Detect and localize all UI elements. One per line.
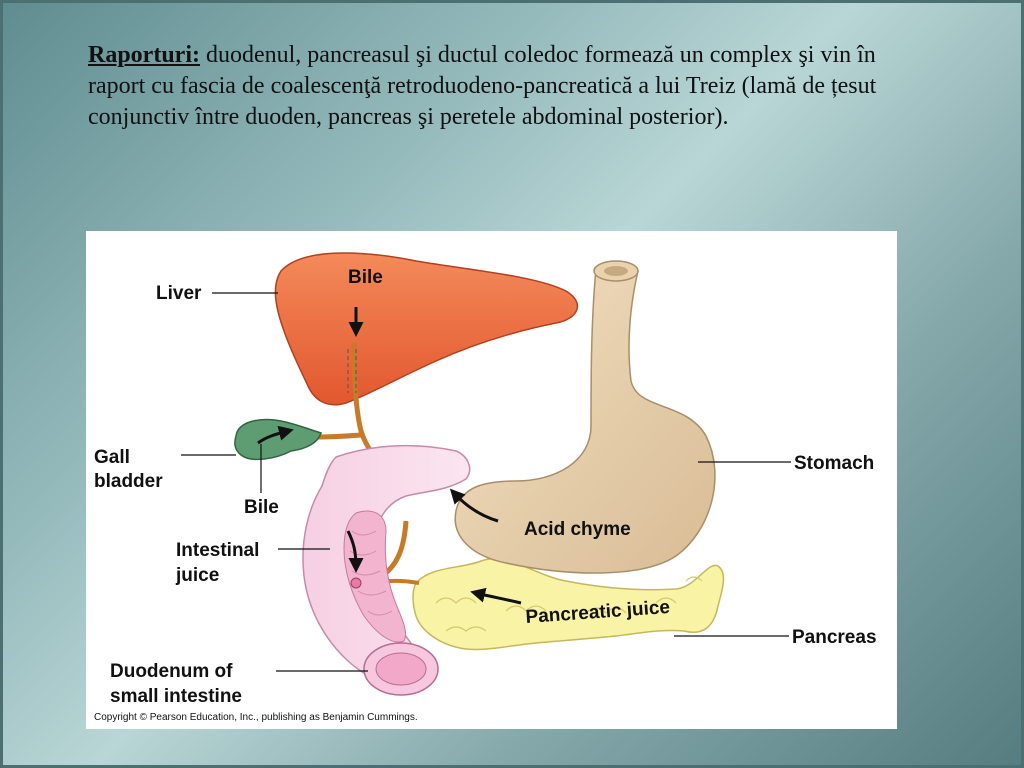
label-pancreas: Pancreas [792, 627, 877, 648]
label-duodenum-of: Duodenum of [110, 661, 233, 682]
liver-shape [274, 252, 579, 406]
pancreatic-juice-arrow [470, 587, 522, 605]
label-stomach: Stomach [794, 453, 874, 474]
stomach-shape [454, 262, 716, 574]
duodenum-opening-lumen [375, 652, 427, 686]
label-juice: juice [175, 565, 219, 586]
esophagus-lumen [604, 266, 628, 276]
bile-flow-dashes [347, 349, 357, 393]
label-acid-chyme: Acid chyme [524, 519, 631, 540]
intestinal-juice-arrow [346, 530, 364, 573]
slide-body-text: Raporturi: duodenul, pancreasul şi ductu… [88, 40, 898, 133]
label-small-intestine: small intestine [110, 686, 242, 707]
acid-chyme-arrow [449, 488, 499, 523]
intestinal-folds [349, 530, 393, 616]
copyright-notice: Copyright © Pearson Education, Inc., pub… [94, 712, 418, 723]
paragraph-text: duodenul, pancreasul şi ductul coledoc f… [88, 42, 877, 130]
gall-bladder-shape [234, 418, 322, 461]
digestive-organs-illustration: Liver Bile Gall bladder Bile Intestinal … [94, 252, 877, 723]
label-bladder: bladder [94, 471, 163, 492]
cystic-duct [317, 432, 362, 440]
duodenal-papilla [350, 577, 362, 589]
duodenum-inner-lumen [343, 510, 407, 643]
label-bile-top: Bile [348, 267, 383, 288]
heading-raporturi: Raporturi: [88, 42, 200, 68]
pancreas-shape [412, 558, 725, 651]
label-intestinal: Intestinal [176, 540, 259, 561]
gall-bladder-bile-arrow [257, 425, 294, 445]
label-bile-bottom: Bile [244, 497, 279, 518]
leader-lines [181, 292, 791, 672]
label-gall: Gall [94, 447, 130, 468]
pancreas-lobule-texture [435, 576, 703, 632]
label-liver: Liver [156, 283, 202, 304]
anatomy-figure: Liver Bile Gall bladder Bile Intestinal … [86, 231, 897, 729]
